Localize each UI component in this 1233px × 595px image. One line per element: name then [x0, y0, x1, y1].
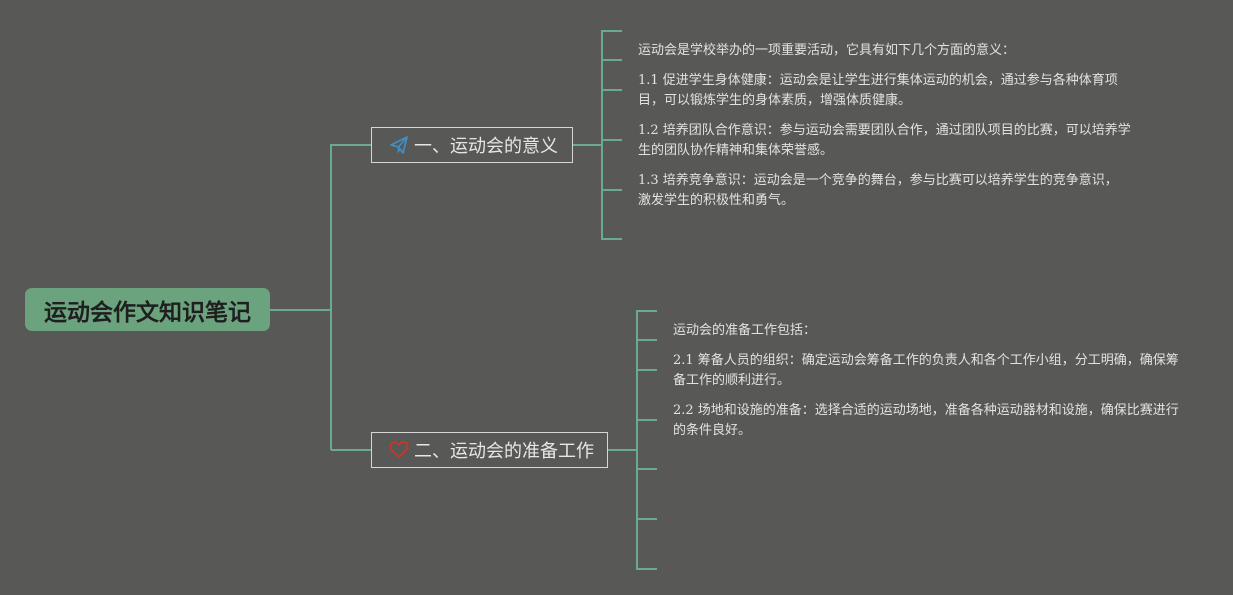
leaf-text: 1.1 促进学生身体健康：运动会是让学生进行集体运动的机会，通过参与各种体育项目… [638, 73, 1118, 108]
branch-topic-label: 二、运动会的准备工作 [414, 441, 594, 462]
leaf-text: 1.2 培养团队合作意识：参与运动会需要团队合作，通过团队项目的比赛，可以培养学… [638, 123, 1131, 158]
leaf-text: 1.3 培养竞争意识：运动会是一个竞争的舞台，参与比赛可以培养学生的竞争意识，激… [638, 173, 1118, 208]
root-topic[interactable]: 运动会作文知识笔记 [25, 288, 270, 331]
leaf-text: 运动会的准备工作包括： [673, 323, 817, 338]
heart-icon [388, 439, 410, 461]
leaf-text: 运动会是学校举办的一项重要活动，它具有如下几个方面的意义： [638, 43, 1016, 58]
paper-plane-icon [388, 134, 410, 156]
leaf-text: 2.2 场地和设施的准备：选择合适的运动场地，准备各种运动器材和设施，确保比赛进… [673, 403, 1179, 438]
branch-topic-preparation[interactable]: 二、运动会的准备工作 [371, 432, 608, 468]
leaf-text: 2.1 筹备人员的组织：确定运动会筹备工作的负责人和各个工作小组，分工明确，确保… [673, 353, 1179, 388]
branch-topic-label: 一、运动会的意义 [414, 136, 558, 157]
root-topic-label: 运动会作文知识笔记 [44, 299, 251, 326]
branch-topic-meaning[interactable]: 一、运动会的意义 [371, 127, 573, 163]
